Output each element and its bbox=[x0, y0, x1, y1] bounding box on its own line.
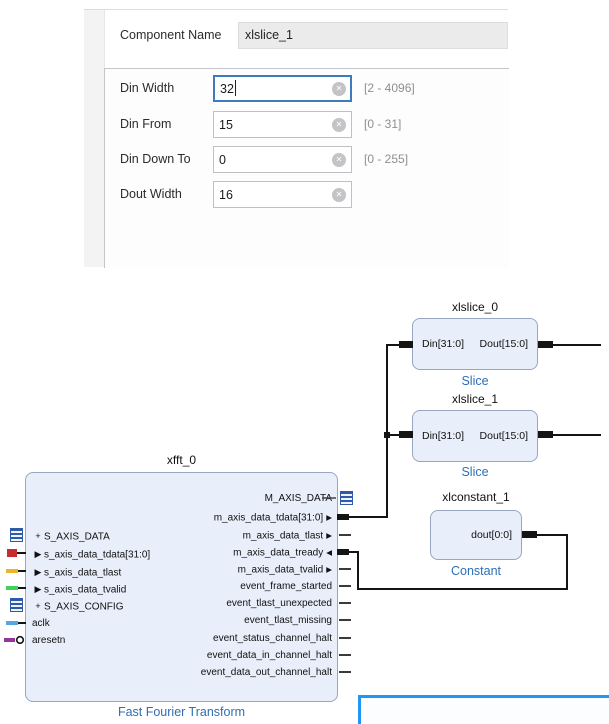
component-name-field[interactable]: xlslice_1 bbox=[238, 22, 508, 49]
port-s-axis-data[interactable]: +S_AXIS_DATA bbox=[32, 529, 109, 543]
bus-interface-icon[interactable] bbox=[10, 528, 23, 542]
port-m-axis-data-tready[interactable]: m_axis_data_tready◀ bbox=[233, 547, 332, 559]
port-s-axis-config[interactable]: +S_AXIS_CONFIG bbox=[32, 599, 123, 613]
port-s-axis-data-tvalid[interactable]: ▶s_axis_data_tvalid bbox=[32, 582, 127, 596]
xlslice0-title: xlslice_0 bbox=[451, 300, 499, 314]
clear-icon[interactable]: ✕ bbox=[332, 188, 346, 202]
din-width-range: [2 - 4096] bbox=[364, 81, 415, 95]
xlslice1-title: xlslice_1 bbox=[451, 392, 499, 406]
dout-width-label: Dout Width bbox=[120, 187, 182, 201]
aresetn-invert-bubble bbox=[15, 635, 25, 645]
xfft0-block[interactable]: +S_AXIS_DATA ▶s_axis_data_tdata[31:0] ▶s… bbox=[25, 472, 338, 702]
unconnected-stubs bbox=[339, 534, 351, 673]
port-aclk[interactable]: aclk bbox=[32, 618, 50, 629]
dout-width-input[interactable] bbox=[213, 181, 352, 208]
xlconstant1-dout-port[interactable]: dout[0:0] bbox=[471, 529, 512, 541]
din-width-label: Din Width bbox=[120, 81, 175, 95]
xlslice1-block[interactable]: Din[31:0] Dout[15:0] bbox=[412, 410, 538, 462]
xlconstant1-type-label: Constant bbox=[450, 564, 502, 578]
xlslice0-type-label: Slice bbox=[461, 374, 489, 388]
din-from-label: Din From bbox=[120, 117, 172, 131]
din-from-range: [0 - 31] bbox=[364, 117, 402, 131]
aresetn-purple-stub bbox=[4, 638, 15, 642]
din-from-input[interactable] bbox=[213, 111, 352, 138]
port-event-tlast-unexpected[interactable]: event_tlast_unexpected bbox=[226, 598, 332, 609]
tlast-yellow-stub bbox=[6, 569, 18, 573]
expand-plus-icon[interactable]: + bbox=[35, 531, 41, 541]
din-down-to-range: [0 - 255] bbox=[364, 152, 409, 166]
port-event-status-channel-halt[interactable]: event_status_channel_halt bbox=[213, 633, 332, 644]
pin-arrow-icon: ▶ bbox=[326, 531, 332, 540]
port-s-axis-data-tdata[interactable]: ▶s_axis_data_tdata[31:0] bbox=[32, 547, 151, 561]
xlconstant1-block[interactable]: dout[0:0] bbox=[430, 510, 522, 560]
aclk-blue-stub bbox=[6, 621, 18, 625]
xlslice1-din-port[interactable]: Din[31:0] bbox=[422, 430, 465, 442]
port-event-data-in-channel-halt[interactable]: event_data_in_channel_halt bbox=[206, 650, 332, 661]
xlslice0-block[interactable]: Din[31:0] Dout[15:0] bbox=[412, 318, 538, 370]
pin-arrow-icon: ▶ bbox=[34, 549, 42, 559]
port-m-axis-data-tdata[interactable]: m_axis_data_tdata[31:0]▶ bbox=[213, 512, 332, 524]
pin-arrow-icon: ◀ bbox=[326, 548, 332, 557]
port-event-tlast-missing[interactable]: event_tlast_missing bbox=[244, 615, 332, 626]
pin-arrow-icon: ▶ bbox=[34, 567, 42, 577]
din-width-input[interactable] bbox=[213, 75, 352, 102]
xfft0-title: xfft_0 bbox=[166, 453, 197, 467]
xlslice1-type-label: Slice bbox=[461, 465, 489, 479]
port-aresetn[interactable]: aresetn bbox=[32, 635, 66, 646]
din-down-to-label: Din Down To bbox=[120, 152, 191, 166]
tdata-red-stub bbox=[7, 549, 17, 557]
clear-icon[interactable]: ✕ bbox=[332, 153, 346, 167]
port-m-axis-data-tlast[interactable]: m_axis_data_tlast▶ bbox=[242, 530, 332, 542]
clear-icon[interactable]: ✕ bbox=[332, 82, 346, 96]
clear-icon[interactable]: ✕ bbox=[332, 118, 346, 132]
expand-plus-icon[interactable]: + bbox=[35, 601, 41, 611]
bus-interface-icon[interactable] bbox=[10, 598, 23, 612]
port-event-frame-started[interactable]: event_frame_started bbox=[240, 581, 332, 592]
xlconstant1-title: xlconstant_1 bbox=[442, 490, 510, 504]
port-s-axis-data-tlast[interactable]: ▶s_axis_data_tlast bbox=[32, 565, 122, 579]
pin-arrow-icon: ▶ bbox=[326, 513, 332, 522]
text-caret bbox=[235, 80, 236, 96]
port-m-axis-data-tvalid[interactable]: m_axis_data_tvalid▶ bbox=[237, 564, 332, 576]
component-name-label: Component Name bbox=[120, 28, 222, 42]
pin-arrow-icon: ▶ bbox=[326, 565, 332, 574]
din-down-to-input[interactable] bbox=[213, 146, 352, 173]
port-m-axis-data[interactable]: M_AXIS_DATA bbox=[264, 493, 332, 504]
xfft0-type-label: Fast Fourier Transform bbox=[117, 705, 246, 719]
port-event-data-out-channel-halt[interactable]: event_data_out_channel_halt bbox=[200, 667, 332, 678]
dialog-top-edge bbox=[84, 9, 508, 10]
bus-interface-icon[interactable] bbox=[340, 491, 353, 505]
dialog-left-margin bbox=[84, 10, 105, 267]
tvalid-green-stub bbox=[6, 586, 18, 590]
xlslice0-din-port[interactable]: Din[31:0] bbox=[422, 338, 465, 350]
wire-junction-dot bbox=[384, 432, 390, 438]
xlslice0-dout-port[interactable]: Dout[15:0] bbox=[479, 338, 528, 350]
pin-arrow-icon: ▶ bbox=[34, 584, 42, 594]
xlslice1-dout-port[interactable]: Dout[15:0] bbox=[479, 430, 528, 442]
selected-block-outline[interactable] bbox=[358, 695, 609, 724]
